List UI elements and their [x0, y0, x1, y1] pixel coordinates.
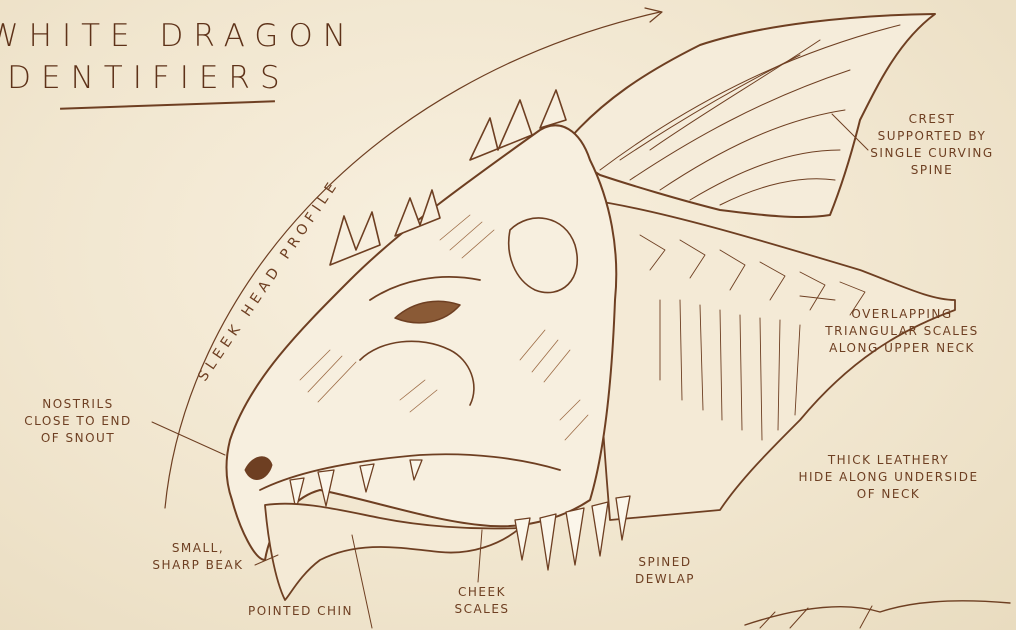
partial-sketch [745, 601, 1010, 625]
annotation-line: HIDE ALONG UNDERSIDE [766, 469, 1011, 486]
annotation-line: CLOSE TO END [0, 413, 156, 430]
annotation-scales: OVERLAPPING TRIANGULAR SCALES ALONG UPPE… [788, 306, 1016, 357]
annotation-chin: POINTED CHIN [233, 603, 368, 620]
annotation-line: NOSTRILS [0, 396, 156, 413]
title-line-1: WHITE DRAGON [0, 18, 356, 54]
annotation-line: SINGLE CURVING [848, 145, 1016, 162]
annotation-line: ALONG UPPER NECK [788, 340, 1016, 357]
annotation-line: SCALES [432, 601, 532, 618]
annotation-line: TRIANGULAR SCALES [788, 323, 1016, 340]
page-title: WHITE DRAGON IDENTIFIERS [0, 18, 356, 96]
annotation-hide: THICK LEATHERY HIDE ALONG UNDERSIDE OF N… [766, 452, 1011, 503]
title-line-2: IDENTIFIERS [0, 60, 356, 96]
annotation-line: OF NECK [766, 486, 1011, 503]
annotation-crest: CREST SUPPORTED BY SINGLE CURVING SPINE [848, 111, 1016, 179]
annotation-cheek: CHEEK SCALES [432, 584, 532, 618]
annotation-line: SMALL, [133, 540, 263, 557]
annotation-nostrils: NOSTRILS CLOSE TO END OF SNOUT [0, 396, 156, 447]
annotation-line: SPINE [848, 162, 1016, 179]
annotation-line: DEWLAP [610, 571, 720, 588]
annotation-line: SPINED [610, 554, 720, 571]
head-outline [226, 125, 616, 560]
annotation-beak: SMALL, SHARP BEAK [133, 540, 263, 574]
annotation-line: OVERLAPPING [788, 306, 1016, 323]
annotation-line: THICK LEATHERY [766, 452, 1011, 469]
nostril-leader [152, 422, 225, 455]
annotation-line: SHARP BEAK [133, 557, 263, 574]
annotation-line: SUPPORTED BY [848, 128, 1016, 145]
annotation-dewlap: SPINED DEWLAP [610, 554, 720, 588]
annotation-line: CHEEK [432, 584, 532, 601]
annotation-line: OF SNOUT [0, 430, 156, 447]
annotation-line: CREST [848, 111, 1016, 128]
